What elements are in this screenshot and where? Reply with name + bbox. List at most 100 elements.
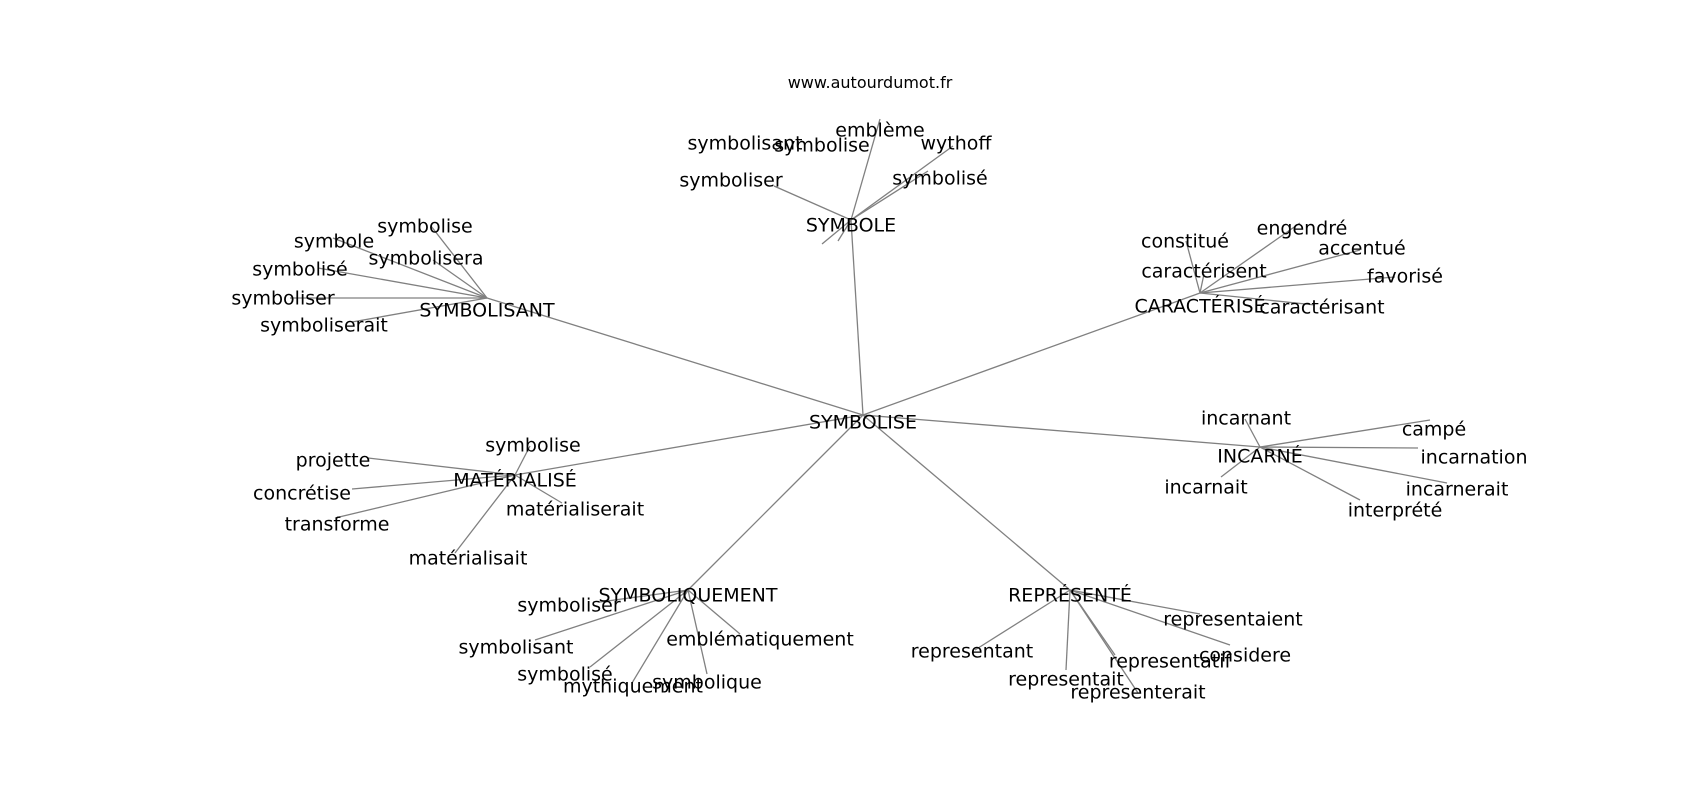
leaf-word-label: accentué xyxy=(1318,238,1405,260)
hub-word-label: INCARNÉ xyxy=(1217,445,1303,468)
leaf-word-label: representant xyxy=(911,641,1033,663)
leaf-word-label: wythoff xyxy=(921,133,993,155)
edge-center-to-hub xyxy=(862,414,1071,591)
edge-hub-to-leaf xyxy=(1220,446,1261,478)
edge-hub-to-leaf xyxy=(317,267,488,299)
leaf-word-label: symbolisant xyxy=(459,637,574,659)
edge-hub-to-leaf xyxy=(1185,240,1201,294)
leaf-word-label: symbolise xyxy=(774,135,869,157)
leaf-word-label: representait xyxy=(1008,669,1124,691)
leaf-word-label: campé xyxy=(1402,419,1466,441)
leaf-word-label: caractérisent xyxy=(1141,261,1266,283)
hub-word-label: SYMBOLE xyxy=(806,215,896,237)
leaf-word-label: incarnation xyxy=(1421,447,1528,469)
edge-hub-to-leaf xyxy=(850,170,929,221)
leaf-word-label: emblème xyxy=(835,120,924,142)
edge-hub-to-leaf xyxy=(850,118,881,221)
edge-hub-to-leaf xyxy=(974,589,1071,651)
edge-hub-to-leaf xyxy=(351,474,516,490)
leaf-word-label: symbolisera xyxy=(369,248,484,270)
edge-hub-to-leaf xyxy=(687,589,708,675)
edge-hub-to-leaf xyxy=(1199,292,1316,306)
leaf-word-label: constitué xyxy=(1141,231,1229,253)
leaf-word-label: symbole xyxy=(294,231,374,253)
leaf-word-label: representerait xyxy=(1070,682,1205,704)
leaf-word-label: projette xyxy=(296,450,371,472)
edge-hub-to-leaf xyxy=(430,225,488,299)
edge-hub-to-leaf xyxy=(1199,249,1361,294)
edge-hub-to-leaf xyxy=(599,589,689,603)
edge-center-to-hub xyxy=(862,414,1261,448)
leaf-word-label: matérialisait xyxy=(409,548,528,570)
leaf-word-label: considere xyxy=(1199,645,1291,667)
edge-center-to-hub xyxy=(486,297,864,416)
leaf-word-label: mythiquement xyxy=(563,676,703,698)
leaf-word-label: emblématiquement xyxy=(666,629,854,651)
leaf-word-label: symbolisé xyxy=(517,664,612,686)
edge-hub-to-leaf xyxy=(773,185,852,221)
leaf-word-label: symbolique xyxy=(652,672,762,694)
edge-hub-to-leaf xyxy=(332,237,488,299)
leaf-word-label: matérialiserait xyxy=(506,499,644,521)
edge-center-to-hub xyxy=(687,414,864,591)
leaf-word-label: symboliserait xyxy=(260,315,388,337)
edge-hub-to-leaf xyxy=(837,219,852,242)
edge-hub-to-leaf xyxy=(1244,418,1261,448)
leaf-word-label: symbolisé xyxy=(252,259,347,281)
edge-hub-to-leaf xyxy=(1259,419,1431,448)
hub-word-label: SYMBOLIQUEMENT xyxy=(599,585,778,607)
edge-hub-to-leaf xyxy=(821,219,852,245)
edge-hub-to-leaf xyxy=(367,457,516,476)
edge-hub-to-leaf xyxy=(1199,222,1301,294)
leaf-word-label: favorisé xyxy=(1367,266,1443,288)
source-watermark: www.autourdumot.fr xyxy=(788,73,953,92)
leaf-word-label: interprété xyxy=(1348,500,1443,522)
leaf-word-label: concrétise xyxy=(253,483,351,505)
edge-hub-to-leaf xyxy=(514,474,563,504)
leaf-word-label: symboliser xyxy=(679,170,782,192)
leaf-word-label: symbolisant xyxy=(688,133,803,155)
leaf-word-label: caractérisant xyxy=(1259,297,1384,319)
edge-hub-to-leaf xyxy=(1065,589,1071,671)
hub-word-label: REPRÉSENTÉ xyxy=(1008,584,1132,607)
edge-hub-to-leaf xyxy=(432,259,488,299)
leaf-word-label: symbolisé xyxy=(892,168,987,190)
hub-word-label: SYMBOLISANT xyxy=(419,300,555,322)
edge-hub-to-leaf xyxy=(589,589,689,668)
leaf-word-label: representatif xyxy=(1109,651,1233,673)
edge-hub-to-leaf xyxy=(1259,446,1361,501)
leaf-word-label: incarnerait xyxy=(1406,479,1509,501)
edge-hub-to-leaf xyxy=(334,474,516,519)
graph-edges xyxy=(290,118,1448,694)
leaf-word-label: transforme xyxy=(285,514,390,536)
edge-center-to-hub xyxy=(862,292,1201,416)
graph-labels: symbolisantsymboliseemblèmewythoffsymbol… xyxy=(231,120,1527,704)
edge-center-to-hub xyxy=(850,219,864,416)
edge-hub-to-leaf xyxy=(1259,446,1448,484)
edge-hub-to-leaf xyxy=(1069,589,1201,615)
edge-center-to-hub xyxy=(514,414,864,476)
edge-hub-to-leaf xyxy=(687,589,741,635)
edge-hub-to-leaf xyxy=(514,445,531,476)
leaf-word-label: symboliser xyxy=(231,288,334,310)
leaf-word-label: engendré xyxy=(1257,218,1348,240)
leaf-word-label: representaient xyxy=(1163,609,1302,631)
edge-hub-to-leaf xyxy=(351,297,488,323)
edge-hub-to-leaf xyxy=(1069,589,1231,646)
edge-hub-to-leaf xyxy=(1069,589,1139,694)
edge-hub-to-leaf xyxy=(1259,446,1419,449)
leaf-word-label: incarnant xyxy=(1201,408,1291,430)
center-word-label: SYMBOLISE xyxy=(809,412,917,434)
hub-word-label: MATÉRIALISÉ xyxy=(453,469,577,492)
edge-hub-to-leaf xyxy=(534,589,689,641)
edge-hub-to-leaf xyxy=(631,589,689,684)
leaf-word-label: symbolise xyxy=(377,216,472,238)
edge-hub-to-leaf xyxy=(1199,276,1396,294)
hub-word-label: CARACTÉRISÉ xyxy=(1134,295,1265,318)
leaf-word-label: symboliser xyxy=(517,595,620,617)
leaf-word-label: incarnait xyxy=(1164,477,1247,499)
leaf-word-label: symbolise xyxy=(485,435,580,457)
edge-hub-to-leaf xyxy=(1199,273,1205,294)
edge-hub-to-leaf xyxy=(454,474,516,554)
